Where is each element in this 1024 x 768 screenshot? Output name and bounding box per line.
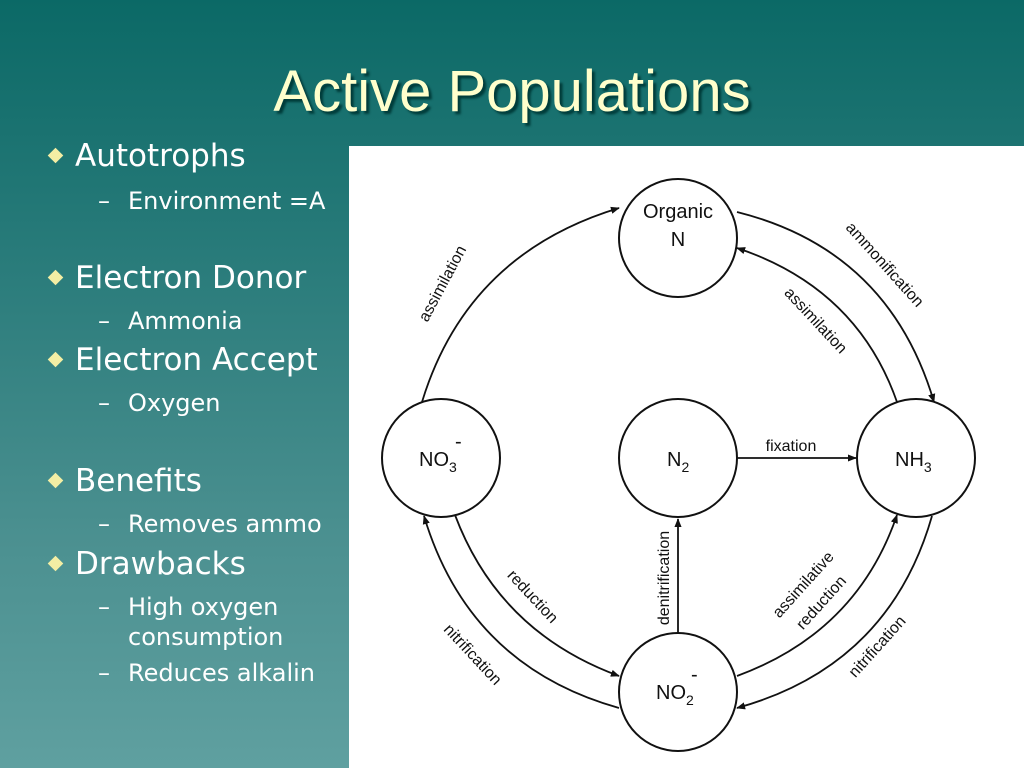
diamond-bullet-icon [47,147,64,163]
label-nitrification-left: nitrification [440,621,505,689]
arrow-ammonification [736,211,936,403]
slide-title: Active Populations [273,59,751,124]
sub-bullet-reduces-alkalinity: –Reduces alkalin [98,659,316,687]
sub-bullet-environment: –Environment =A [98,187,326,215]
sub-bullet-consumption: consumption [128,623,284,651]
diamond-bullet-icon [47,351,64,367]
bullet-benefits: Benefits [44,463,202,499]
diamond-bullet-icon [47,269,64,285]
bullet-autotrophs: Autotrophs [44,138,246,174]
arrow-assimilation-right [736,247,898,403]
arrow-nitrification-left [422,515,620,709]
node-no3 [381,398,501,518]
node-organic-n [618,178,738,298]
no2-superscript: - [691,664,698,686]
sub-bullet-high-oxygen: –High oxygen [98,593,279,621]
diamond-bullet-icon [47,555,64,571]
nitrogen-cycle-figure: Organic N NO3 - N2 NH3 NO2 - assimilatio… [349,146,1024,768]
sub-bullet-removes-ammonia: –Removes ammo [98,510,322,538]
nitrogen-cycle-diagram: Organic N NO3 - N2 NH3 NO2 - assimilatio… [381,178,976,752]
arrow-reduction [454,514,620,677]
label-ammonification: ammonification [842,219,927,310]
nh3-label: NH3 [895,449,932,475]
sub-bullet-ammonia: –Ammonia [98,307,243,335]
no3-superscript: - [455,431,462,453]
label-fixation: fixation [766,438,817,455]
arrow-nitrification-right [736,515,933,710]
node-nh3 [856,398,976,518]
organic-n-label-line2: N [671,229,685,251]
no3-label: NO3 [419,449,457,475]
bullet-drawbacks: Drawbacks [44,546,246,582]
label-reduction: reduction [504,567,561,627]
n2-label: N2 [667,449,689,475]
sub-bullet-oxygen: –Oxygen [98,389,221,417]
organic-n-label-line1: Organic [643,201,713,223]
diamond-bullet-icon [47,472,64,488]
no2-label: NO2 [656,682,694,708]
arrow-assimilation-left [421,206,620,403]
label-denitrification: denitrification [656,531,673,625]
bullet-electron-acceptor: Electron Accept [44,342,318,378]
bullet-electron-donor: Electron Donor [44,260,306,296]
label-assimilation-right: assimilation [781,285,850,358]
arrow-assimilative-reduction [736,514,898,677]
label-assimilation-left: assimilation [416,243,470,325]
